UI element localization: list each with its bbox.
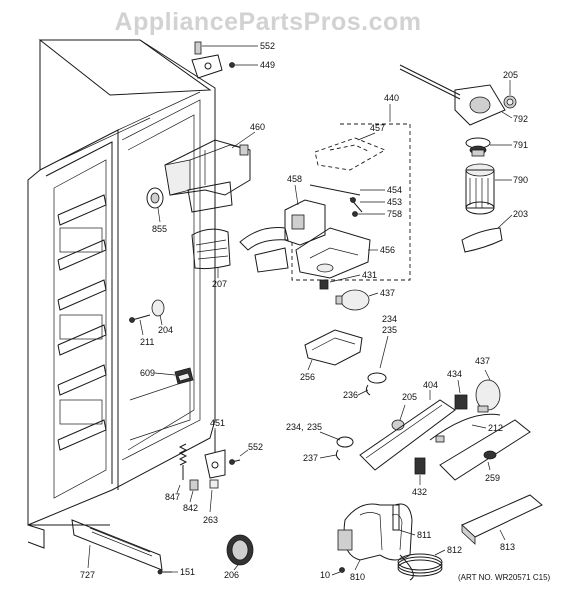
part-263: [209, 479, 219, 489]
callout-212: 212: [488, 423, 503, 433]
callout-211: 211: [140, 337, 154, 347]
callout-727: 727: [80, 570, 95, 580]
part-211-screw: [129, 314, 151, 323]
part-842: [189, 479, 199, 491]
callout-842: 842: [183, 503, 198, 513]
callout-758: 758: [387, 209, 402, 219]
callout-456: 456: [380, 245, 395, 255]
callout-236: 236: [343, 390, 358, 400]
callout-811: 811: [417, 530, 431, 540]
callout-440: 440: [384, 93, 399, 103]
part-451-bottom-hinge: [204, 430, 226, 479]
callout-552-bottom: 552: [248, 442, 263, 452]
part-812-coil: [397, 553, 443, 577]
callout-792: 792: [513, 114, 528, 124]
top-hinge: [191, 41, 235, 79]
part-431-socket: [319, 279, 329, 290]
part-453-arm: [349, 197, 363, 213]
callout-813: 813: [500, 542, 515, 552]
callout-609: 609: [140, 368, 155, 378]
callout-263: 263: [203, 515, 218, 525]
callout-855: 855: [152, 224, 167, 234]
part-791: [465, 137, 491, 157]
callout-10: 10: [320, 570, 330, 580]
callout-458: 458: [287, 174, 302, 184]
part-206-grille: [226, 534, 254, 566]
callout-204: 204: [158, 325, 173, 335]
part-792-filter-head: [399, 64, 506, 126]
part-758-screw: [352, 211, 358, 217]
callout-205-top: 205: [503, 70, 518, 80]
part-432-switch: [414, 457, 426, 475]
part-456: [295, 227, 371, 279]
callout-206: 206: [224, 570, 239, 580]
part-237-spring: [335, 436, 354, 461]
part-236-spring: [365, 372, 387, 396]
part-434-socket: [454, 394, 468, 410]
callout-791: 791: [513, 140, 528, 150]
callout-235-top: 235: [382, 325, 397, 335]
callout-432: 432: [412, 487, 427, 497]
part-810-assembly: [337, 503, 414, 581]
group-440-box: [291, 123, 411, 281]
part-811-tube: [392, 504, 400, 531]
art-number: (ART NO. WR20571 C15): [458, 573, 551, 582]
refrigerator-cabinet: [27, 39, 216, 549]
callout-552-top: 552: [260, 41, 275, 51]
part-10-screw: [339, 567, 345, 573]
part-790-filter: [465, 163, 495, 215]
callout-434: 434: [447, 369, 462, 379]
callout-203: 203: [513, 209, 528, 219]
part-437-bulb-bottom: [475, 379, 501, 413]
callout-259: 259: [485, 473, 500, 483]
callout-205-mid: 205: [402, 392, 417, 402]
callout-437-bottom: 437: [475, 356, 490, 366]
part-205-cap: [503, 95, 517, 109]
part-404-panel: [359, 399, 456, 471]
part-458-icemaker: [239, 199, 326, 273]
callout-234-bottom: 234,: [286, 422, 304, 432]
callout-404: 404: [423, 380, 438, 390]
part-609-switch: [174, 367, 194, 385]
part-813-panel: [461, 494, 543, 545]
callout-207: 207: [212, 279, 227, 289]
part-727-kickplate: [71, 519, 163, 571]
callout-234-top: 234: [382, 314, 397, 324]
part-847-spring: [178, 443, 188, 480]
callout-454: 454: [387, 185, 402, 195]
callout-790: 790: [513, 175, 528, 185]
part-151-screw: [157, 569, 172, 575]
callout-457: 457: [370, 123, 385, 133]
part-437-bulb-top: [335, 289, 370, 311]
callout-431: 431: [362, 270, 377, 280]
part-259-cover: [439, 419, 531, 481]
callout-437-top: 437: [380, 288, 395, 298]
part-457: [314, 137, 387, 171]
part-212: [429, 413, 501, 443]
callout-235-bottom: 235: [307, 422, 322, 432]
part-460-duct: [164, 139, 251, 213]
part-207-cover: [191, 228, 231, 270]
part-204-bulb: [151, 299, 165, 317]
callout-810: 810: [350, 572, 365, 582]
callout-460: 460: [250, 122, 265, 132]
part-203-cover: [461, 227, 503, 253]
callout-847: 847: [165, 492, 180, 502]
watermark-text: AppliancePartsPros.com: [115, 8, 422, 36]
part-855: [146, 187, 164, 209]
callout-812: 812: [447, 545, 462, 555]
callout-451: 451: [210, 418, 225, 428]
callout-237: 237: [303, 453, 318, 463]
part-256-tray: [304, 329, 363, 366]
part-454-rod: [309, 184, 361, 196]
callout-449: 449: [260, 60, 275, 70]
callout-151: 151: [180, 567, 195, 577]
callout-256: 256: [300, 372, 315, 382]
part-552-screw: [229, 459, 241, 465]
callout-453: 453: [387, 197, 402, 207]
